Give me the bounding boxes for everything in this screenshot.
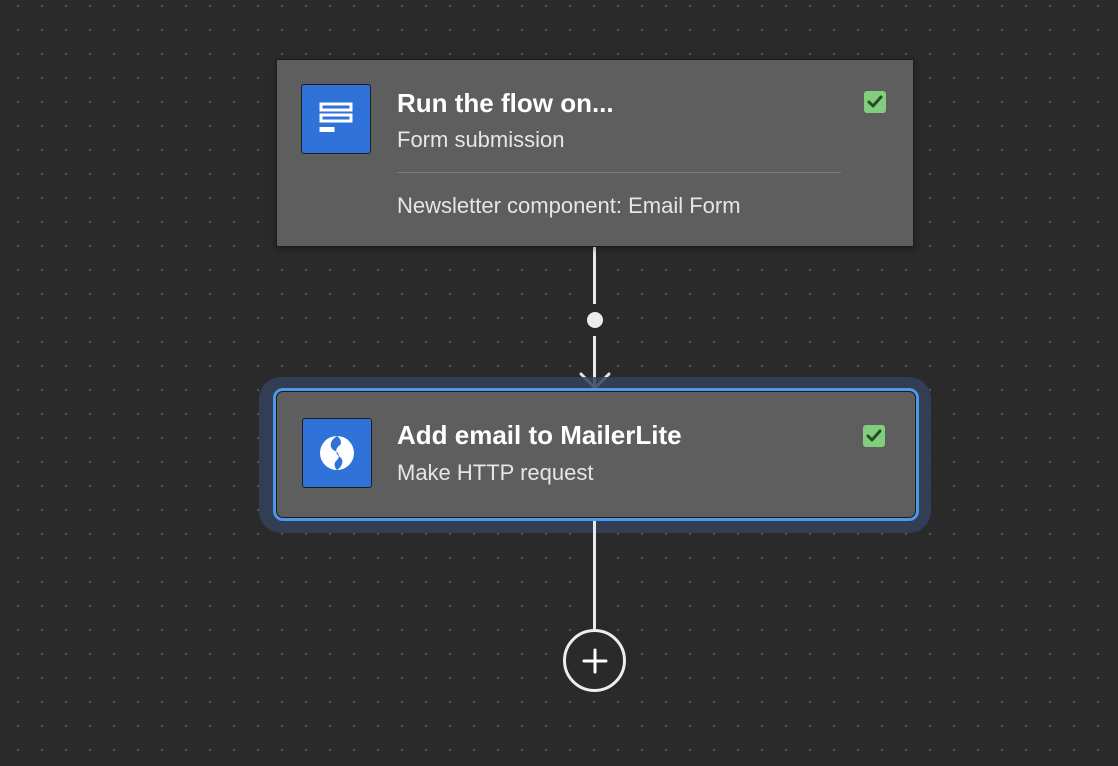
action-subtitle: Make HTTP request bbox=[397, 460, 594, 485]
http-request-icon bbox=[302, 418, 372, 488]
connector-line bbox=[593, 336, 596, 386]
action-node-inner bbox=[276, 391, 916, 518]
plus-icon bbox=[582, 648, 607, 673]
trigger-detail: Newsletter component: Email Form bbox=[397, 193, 741, 218]
connector-dot[interactable] bbox=[587, 312, 603, 328]
connector-line bbox=[593, 521, 596, 629]
form-icon bbox=[301, 84, 371, 154]
add-step-button[interactable] bbox=[563, 629, 626, 692]
connector-line bbox=[593, 247, 596, 304]
action-title: Add email to MailerLite bbox=[397, 420, 682, 450]
trigger-node[interactable]: Run the flow on... Form submission Newsl… bbox=[276, 59, 914, 247]
trigger-title: Run the flow on... bbox=[397, 88, 614, 118]
check-icon bbox=[863, 425, 885, 447]
trigger-subtitle: Form submission bbox=[397, 127, 565, 152]
action-node[interactable]: Add email to MailerLite Make HTTP reques… bbox=[273, 388, 919, 521]
trigger-divider bbox=[397, 172, 841, 173]
check-icon bbox=[864, 91, 886, 113]
